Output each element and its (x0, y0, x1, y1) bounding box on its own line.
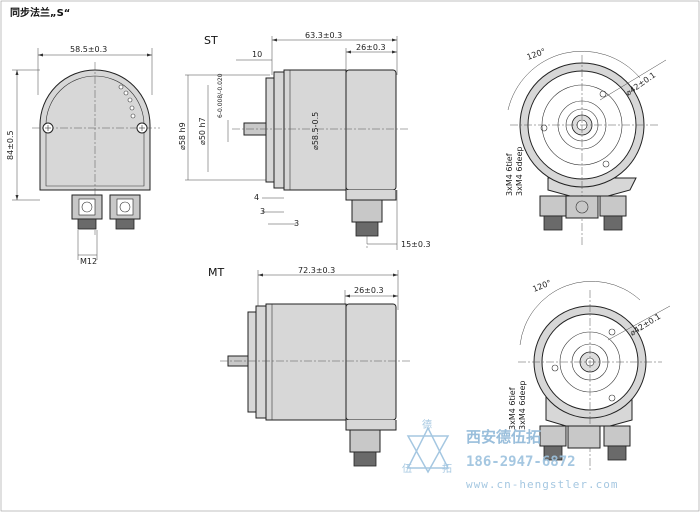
mt-rear-thread1: 3xM4 6tief (508, 387, 517, 430)
connector-dim: M12 (80, 257, 97, 266)
mt-total-dim: 72.3±0.3 (298, 266, 335, 275)
st-shaft-len-dim: 10 (252, 50, 262, 59)
mt-rear-angle: 120° (531, 278, 552, 294)
logo-char-3: 拓 (442, 463, 453, 475)
watermark-logo: 德 伍 拓 (402, 418, 453, 475)
st-dia-inner: ⌀50 h7 (198, 117, 207, 145)
logo-char-1: 德 (422, 418, 433, 431)
watermark: 德 伍 拓 西安德伍拓 186-2947-6872 www.cn-hengstl… (402, 418, 618, 491)
st-body-dim: 26±0.3 (356, 43, 386, 52)
drawing-title: 同步法兰„S“ (10, 6, 70, 19)
front-view-s: 58.5±0.3 84±0.5 (6, 45, 160, 266)
st-dim-4: 4 (254, 193, 259, 202)
st-dia-shaft: 6-0.008/-0.020 (217, 73, 224, 118)
mt-body-dim: 26±0.3 (354, 286, 384, 295)
mt-rear-thread2: 3xM4 6deep (518, 381, 527, 430)
mt-rear-pcd: ⌀42±0.1 (628, 312, 662, 338)
mt-label: MT (208, 266, 224, 279)
st-dim-3a: 3 (260, 207, 265, 216)
st-dim-3b: 3 (294, 219, 299, 228)
watermark-phone: 186-2947-6872 (466, 454, 576, 470)
st-connector-offset: 15±0.3 (401, 240, 431, 249)
st-rear-thread2: 3xM4 6deep (515, 147, 524, 196)
st-dia-body: ⌀58.5-0.5 (311, 112, 320, 150)
st-label: ST (204, 34, 218, 47)
side-view-st: ST 63.3±0.3 26±0.3 10 ⌀58 h9 ⌀50 h7 6-0.… (178, 31, 431, 250)
st-rear-angle: 120° (526, 47, 547, 62)
logo-char-2: 伍 (402, 463, 413, 475)
side-view-mt: MT 72.3±0.3 26±0.3 (208, 266, 410, 467)
watermark-company: 西安德伍拓 (466, 428, 541, 446)
st-dia-outer: ⌀58 h9 (178, 122, 187, 150)
st-rear-thread1: 3xM4 6tief (505, 153, 514, 196)
front-width-dim: 58.5±0.3 (70, 45, 107, 54)
st-total-dim: 63.3±0.3 (305, 31, 342, 40)
rear-view-st: 120° ⌀42±0.1 3xM4 6tief 3xM4 6deep (505, 47, 667, 245)
watermark-url: www.cn-hengstler.com (466, 478, 618, 491)
front-height-dim: 84±0.5 (6, 130, 15, 160)
